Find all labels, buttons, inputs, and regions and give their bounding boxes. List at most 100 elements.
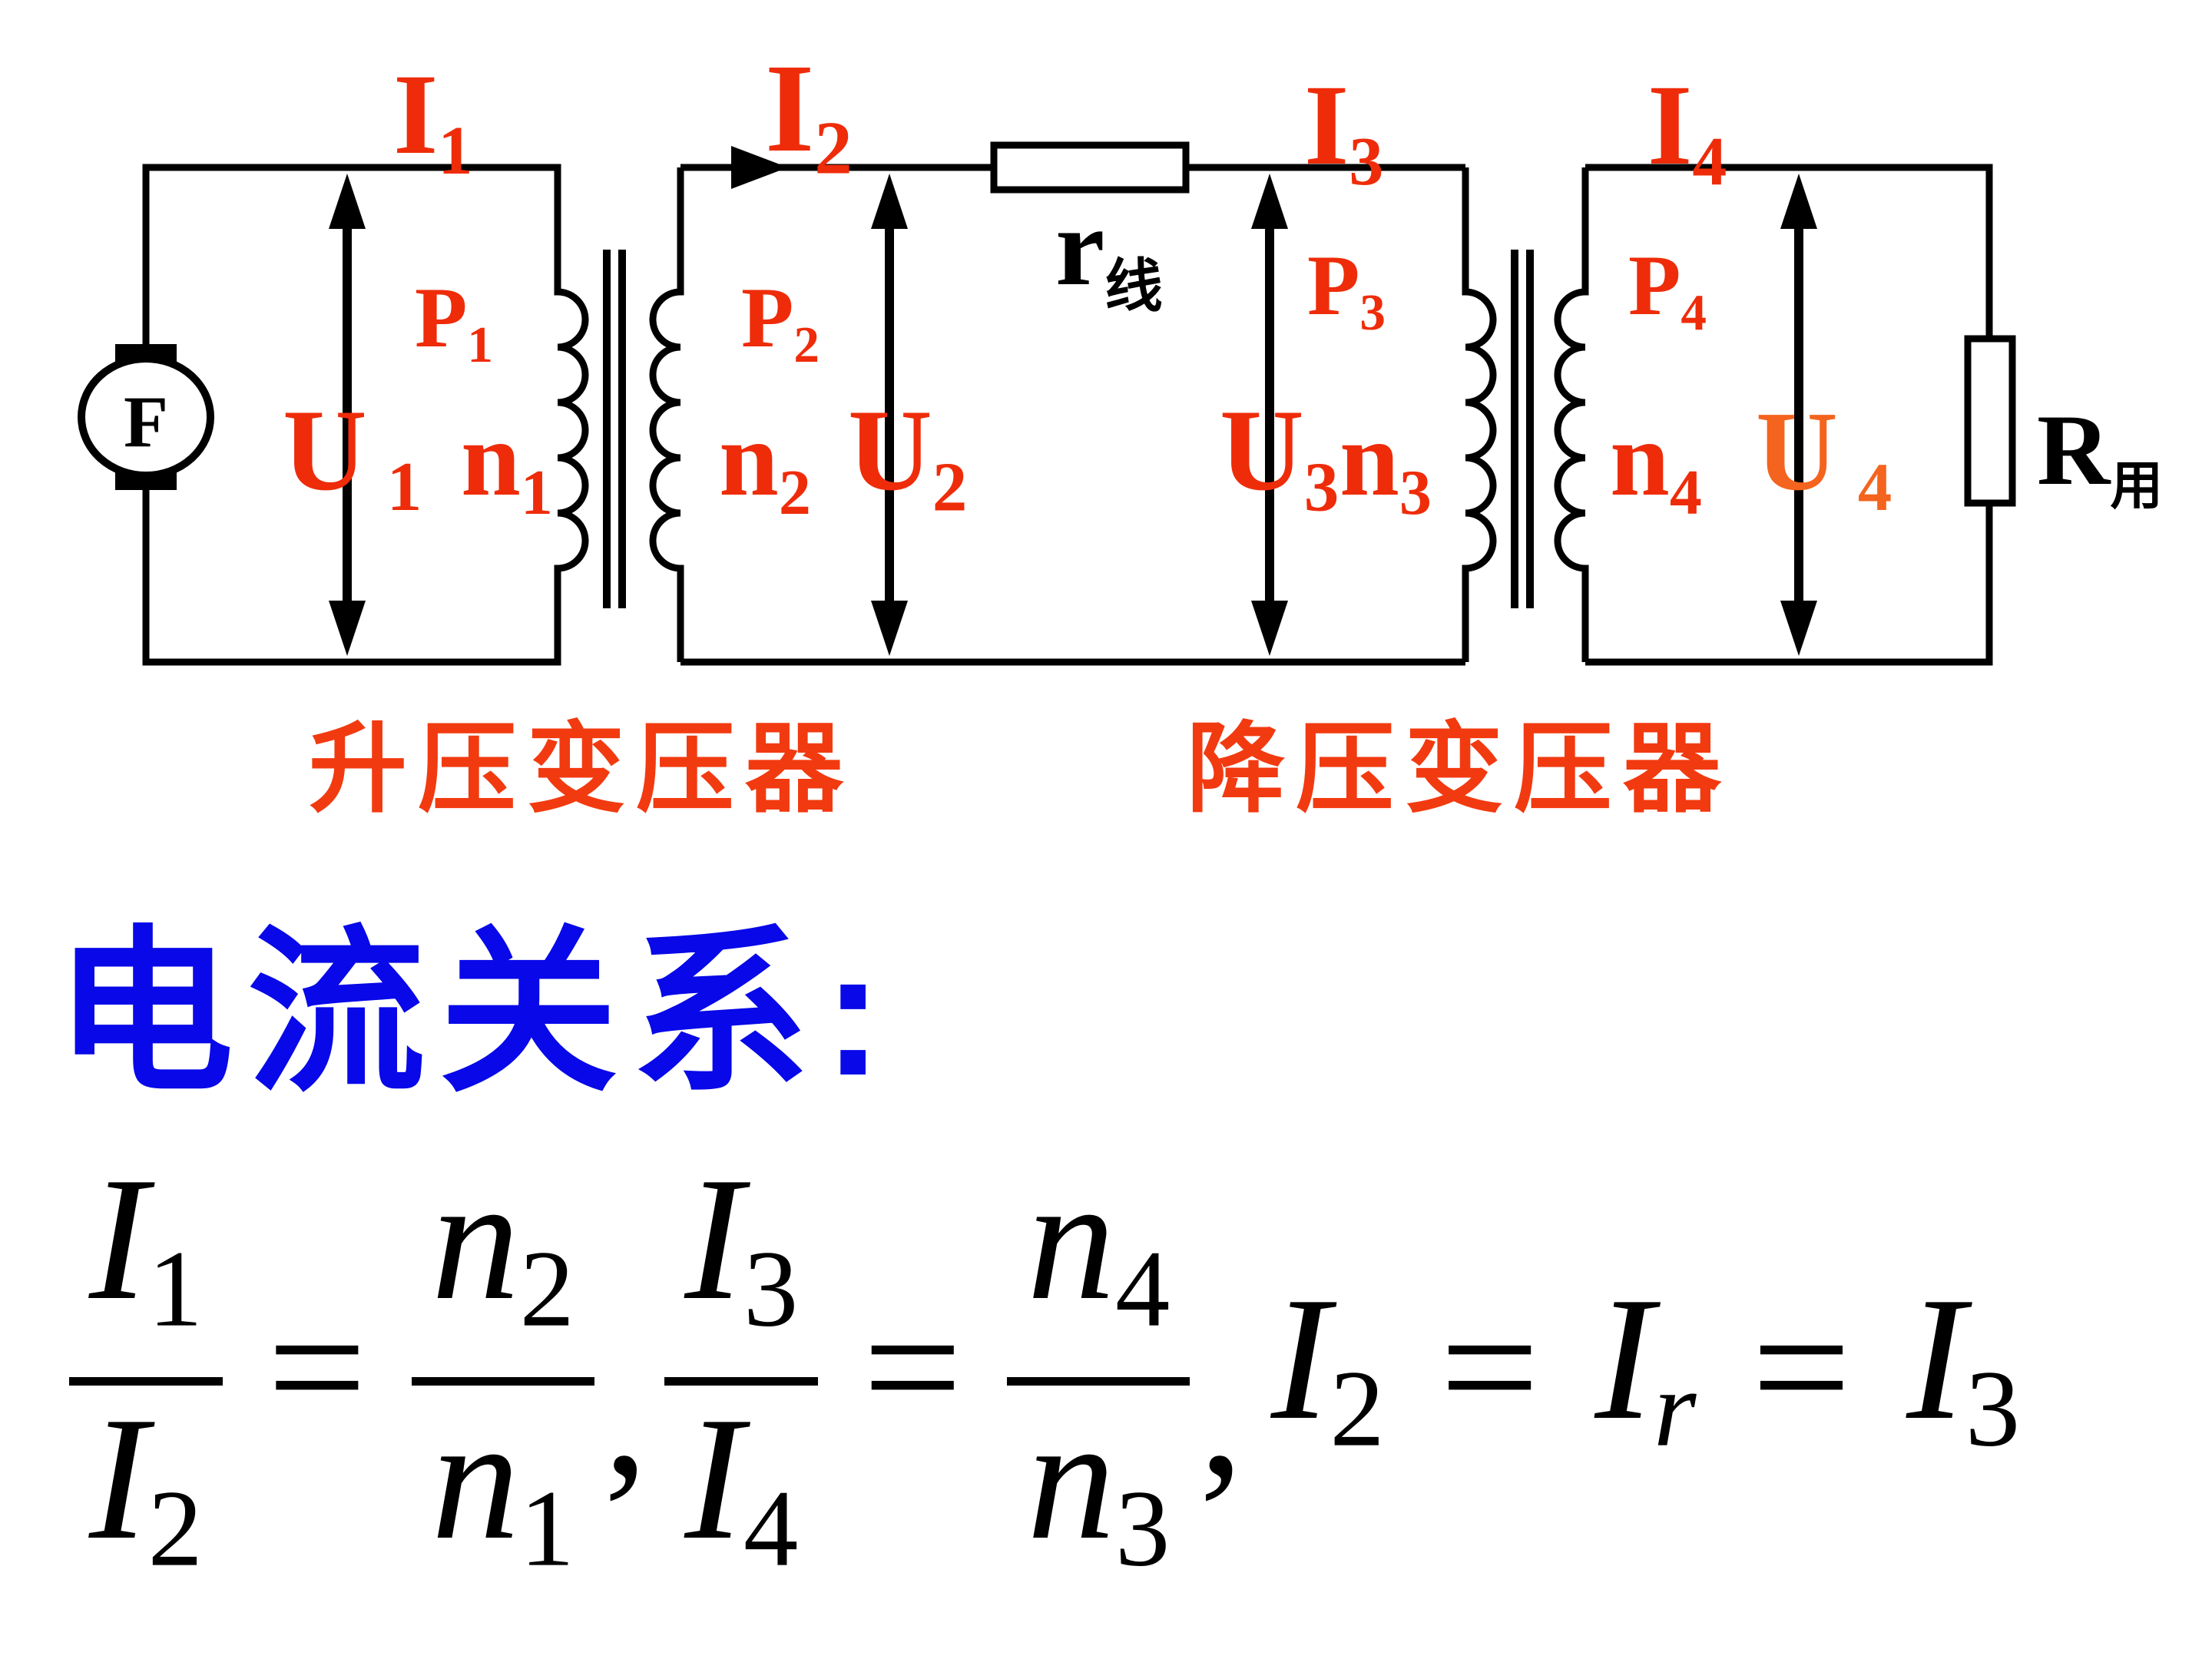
var-n: n xyxy=(431,1380,520,1577)
label-p3-sub: 3 xyxy=(1359,283,1386,342)
label-p3-base: P xyxy=(1307,238,1360,333)
sub-4: 4 xyxy=(743,1467,799,1589)
loop2-right-coil xyxy=(1462,167,1497,662)
var-I: I xyxy=(1906,1260,1965,1457)
label-n2-base: n xyxy=(719,399,779,518)
term-ir: Ir xyxy=(1594,1270,1696,1463)
fraction-n4-over-n3-num: n4 xyxy=(1007,1151,1190,1365)
var-n: n xyxy=(431,1141,520,1336)
label-i1-sub: 1 xyxy=(438,113,473,189)
fraction-i1-over-i2-den: I2 xyxy=(69,1390,223,1583)
label-n3: n3 xyxy=(1339,406,1432,525)
sub-3: 3 xyxy=(1115,1467,1171,1589)
label-i4: I4 xyxy=(1647,68,1727,197)
var-n: n xyxy=(1027,1380,1116,1577)
caption-step-up-transformer: 升压变压器 xyxy=(309,714,855,824)
voltage-arrow-u3 xyxy=(1251,174,1288,656)
transformer-core-stepdown xyxy=(1511,250,1534,608)
fraction-n4-over-n3-den: n3 xyxy=(1007,1390,1190,1583)
var-I: I xyxy=(89,1141,148,1336)
label-i2-sub: 2 xyxy=(814,106,853,190)
voltage-arrow-u2 xyxy=(871,174,908,656)
label-p4-sub: 4 xyxy=(1681,283,1707,342)
line-resistor-box xyxy=(990,141,1190,194)
label-n1-base: n xyxy=(461,399,521,518)
sub-1: 1 xyxy=(519,1467,575,1589)
var-I: I xyxy=(1594,1260,1654,1457)
fraction-i1-over-i2-num: I1 xyxy=(69,1151,223,1365)
var-I: I xyxy=(684,1380,743,1577)
label-u4-base: U xyxy=(1756,389,1838,515)
label-i3-sub: 3 xyxy=(1349,124,1384,200)
label-u1-base: U xyxy=(283,386,367,515)
label-p2-base: P xyxy=(741,270,794,366)
loop3-left-coil xyxy=(1554,167,1589,662)
label-line-resistor-sub: 线 xyxy=(1104,255,1163,320)
current-direction-arrow xyxy=(731,146,788,189)
label-u2-sub: 2 xyxy=(932,448,968,526)
label-i2: I2 xyxy=(765,45,853,187)
generator-label: F xyxy=(111,386,181,459)
fraction-n2-over-n1: n 2 n1 xyxy=(411,1151,594,1583)
label-u2-base: U xyxy=(848,386,932,515)
label-load-resistor: R用 xyxy=(2037,399,2163,513)
var-I: I xyxy=(684,1141,743,1336)
equals-sign: = xyxy=(1439,1268,1540,1465)
label-line-resistor: r线 xyxy=(1055,192,1163,316)
equals-sign: = xyxy=(267,1268,367,1465)
fraction-bar xyxy=(664,1377,819,1386)
term-i2: I2 xyxy=(1271,1270,1385,1463)
label-u3-base: U xyxy=(1220,386,1304,515)
label-line-resistor-base: r xyxy=(1055,186,1105,309)
var-I: I xyxy=(1270,1260,1330,1457)
label-u1-sub: 1 xyxy=(386,448,422,526)
label-n3-base: n xyxy=(1339,399,1399,518)
label-n3-sub: 3 xyxy=(1399,457,1432,529)
fraction-bar xyxy=(411,1377,594,1386)
section-heading-current-relations: 电流关系: xyxy=(55,914,897,1113)
comma: , xyxy=(1199,1316,1243,1512)
loop1-wire xyxy=(142,164,589,666)
fraction-i1-over-i2: I1 I2 xyxy=(69,1151,223,1583)
fraction-i3-over-i4-num: I3 xyxy=(664,1151,818,1365)
load-resistor-box xyxy=(1964,335,2016,507)
sub-3: 3 xyxy=(1965,1347,2021,1469)
label-n1-sub: 1 xyxy=(520,457,553,529)
term-i3: I3 xyxy=(1906,1270,2020,1463)
label-n4: n4 xyxy=(1610,406,1702,525)
label-i3-base: I xyxy=(1304,61,1349,189)
equals-sign: = xyxy=(863,1268,963,1465)
fraction-i3-over-i4-den: I4 xyxy=(664,1390,818,1583)
circuit-schematic xyxy=(78,141,2016,666)
label-p1: P1 xyxy=(415,275,493,370)
equals-sign: = xyxy=(1751,1268,1852,1465)
label-n4-sub: 4 xyxy=(1669,457,1702,529)
caption-step-down-transformer: 降压变压器 xyxy=(1187,714,1733,824)
label-p2-sub: 2 xyxy=(793,316,820,374)
label-i4-base: I xyxy=(1647,61,1693,189)
var-I: I xyxy=(89,1380,148,1577)
fraction-n2-over-n1-den: n1 xyxy=(412,1390,594,1583)
label-p3: P3 xyxy=(1307,243,1386,338)
label-i4-sub: 4 xyxy=(1692,124,1727,200)
label-i1: I1 xyxy=(393,57,472,186)
sub-2: 2 xyxy=(1330,1347,1385,1469)
label-p2: P2 xyxy=(741,275,820,370)
sub-2: 2 xyxy=(147,1467,203,1589)
label-u3-sub: 3 xyxy=(1303,448,1339,526)
fraction-bar xyxy=(1007,1377,1190,1386)
label-p4: P4 xyxy=(1628,243,1707,338)
loop2-left-coil xyxy=(649,167,684,662)
label-n4-base: n xyxy=(1610,399,1670,518)
generator-label-text: F xyxy=(123,381,169,462)
label-n2: n2 xyxy=(719,406,811,525)
voltage-arrow-u1 xyxy=(329,174,366,656)
label-u2: U2 xyxy=(848,392,967,522)
sub-2: 2 xyxy=(519,1227,575,1349)
label-p1-base: P xyxy=(415,270,468,366)
label-p1-sub: 1 xyxy=(467,316,494,374)
var-n: n xyxy=(1027,1141,1116,1336)
